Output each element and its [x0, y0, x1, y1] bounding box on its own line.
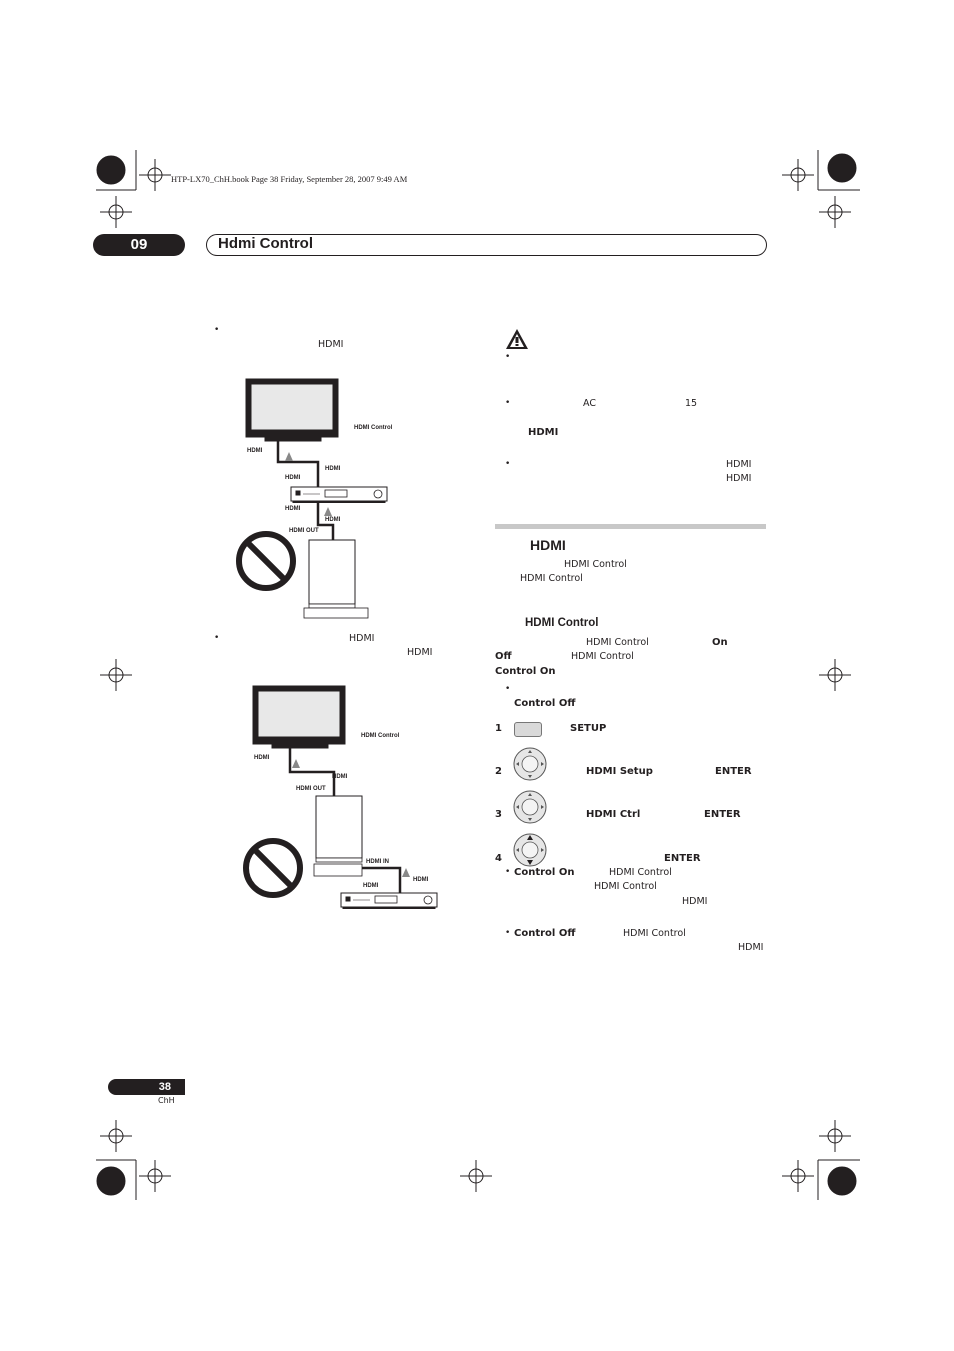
dpad-icon [513, 790, 547, 824]
option-on-hdmi-control: HDMI Control [609, 867, 672, 878]
step-1-number: 1 [495, 723, 502, 734]
option-off-hdmi-control: HDMI Control [623, 928, 686, 939]
d1-label-hdmi-tv: HDMI [247, 448, 263, 454]
d1-label-hdmi-recv: HDMI [285, 475, 301, 481]
section-rule [495, 524, 766, 529]
d2-label-hdmi-out: HDMI OUT [296, 786, 326, 792]
step-2-enter: ENTER [715, 766, 752, 777]
caution-icon [506, 329, 528, 349]
caution-hdmi: HDMI [528, 427, 559, 438]
d2-label-hdmi-c: HDMI [363, 883, 379, 889]
chapter-title-bar [206, 234, 767, 256]
bullet-dot: • [505, 928, 511, 938]
bullet-dot: • [505, 684, 511, 694]
bullet-dot: • [505, 459, 511, 469]
para-hdmi-control2: HDMI Control [571, 651, 634, 662]
section-heading: HDMI [530, 537, 566, 553]
step-2-key: HDMI Setup [586, 766, 653, 777]
chapter-title: Hdmi Control [218, 235, 313, 252]
bullet-dot: • [214, 325, 220, 335]
step-3-number: 3 [495, 809, 502, 820]
section-line2: HDMI Control [520, 573, 583, 584]
bullet1-hdmi-text: HDMI [318, 339, 344, 350]
d2-label-hdmi-tv: HDMI [254, 755, 270, 761]
step-3-key: HDMI Ctrl [586, 809, 641, 820]
page-number-tab: 38 [108, 1079, 185, 1095]
step-3-enter: ENTER [704, 809, 741, 820]
bullet2-hdmi-b: HDMI [407, 647, 433, 658]
setup-button-icon [514, 722, 542, 737]
dpad-icon [513, 747, 547, 781]
step-2-number: 2 [495, 766, 502, 777]
d1-label-hdmi-2: HDMI [325, 517, 341, 523]
caution-15: 15 [685, 398, 698, 409]
subheading: HDMI Control [525, 617, 599, 629]
d2-label-hdmi-b: HDMI [413, 877, 429, 883]
option-on-hdmi: HDMI [682, 896, 708, 907]
d2-label-hdmi-in: HDMI IN [366, 859, 389, 865]
para-control-on: Control On [495, 666, 556, 677]
step-1-key: SETUP [570, 723, 607, 734]
bullet-dot: • [505, 867, 511, 877]
dpad-icon [513, 833, 547, 867]
para-control-off: Control Off [514, 698, 576, 709]
chapter-number-tab: 09 [93, 234, 185, 256]
caution-ac: AC [583, 398, 596, 409]
bullet2-hdmi-a: HDMI [349, 633, 375, 644]
option-control-on: Control On [514, 867, 575, 878]
bullet-dot: • [505, 352, 511, 362]
d1-label-hdmi-control: HDMI Control [354, 425, 393, 431]
caution-hdmi-b: HDMI [726, 473, 752, 484]
para-on: On [712, 637, 728, 648]
step-4-enter: ENTER [664, 853, 701, 864]
option-control-off: Control Off [514, 928, 576, 939]
para-hdmi-control: HDMI Control [586, 637, 649, 648]
d1-label-hdmi-bottom: HDMI [285, 506, 301, 512]
d2-label-hdmi-control: HDMI Control [361, 733, 400, 739]
bullet-dot: • [505, 398, 511, 408]
d1-label-hdmi-recv-in: HDMI [325, 466, 341, 472]
option-off-hdmi: HDMI [738, 942, 764, 953]
option-on-hdmi-control2: HDMI Control [594, 881, 657, 892]
para-off: Off [495, 651, 512, 662]
d2-label-hdmi-a: HDMI [332, 774, 348, 780]
bullet-dot: • [214, 633, 220, 643]
page-language: ChH [158, 1096, 175, 1105]
section-line1: HDMI Control [564, 559, 627, 570]
d1-label-hdmi-out: HDMI OUT [289, 528, 319, 534]
caution-hdmi-a: HDMI [726, 459, 752, 470]
book-header: HTP-LX70_ChH.book Page 38 Friday, Septem… [171, 174, 408, 184]
step-4-number: 4 [495, 853, 502, 864]
